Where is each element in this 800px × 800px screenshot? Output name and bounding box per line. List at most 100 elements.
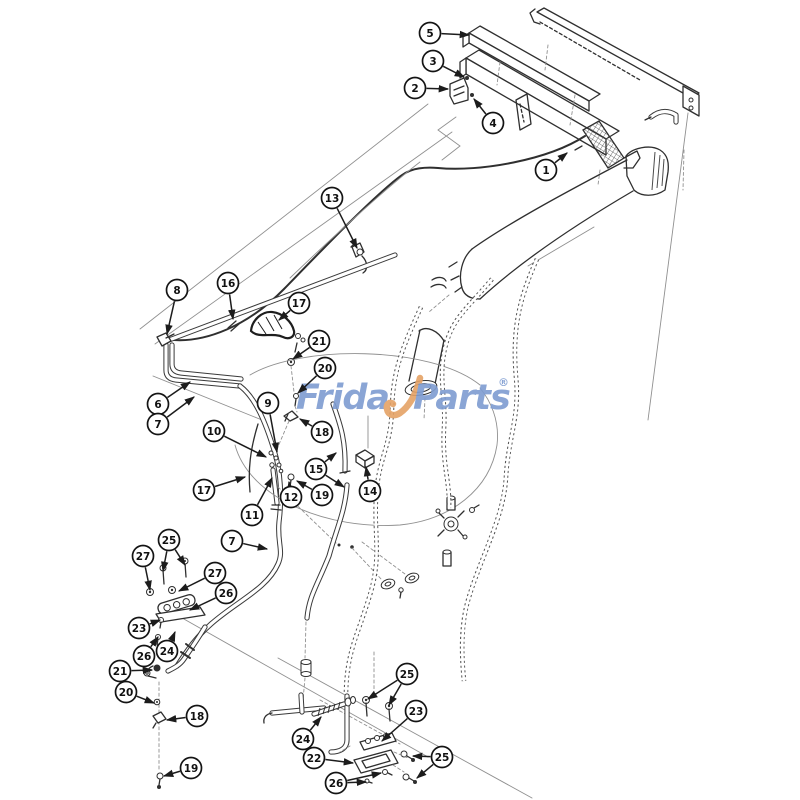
part-number-23: 23 [132,623,147,635]
balloon-arrow-26 [149,636,159,648]
part-number-9: 9 [264,398,271,410]
part-balloon-24-29 [155,639,179,663]
balloon-arrow-26 [188,597,216,611]
part-number-13: 13 [325,193,340,205]
heater-tubes [156,255,395,666]
part-number-5: 5 [426,28,433,40]
balloon-arrow-22 [325,758,355,766]
part-number-7: 7 [228,536,235,548]
part-number-17: 17 [292,298,307,310]
part-number-18: 18 [315,427,330,439]
part-balloon-21-30 [108,659,132,683]
balloon-arrow-11 [256,476,273,506]
part-balloon-7-12 [146,412,170,436]
part-balloon-4-3 [481,111,505,135]
part-balloon-13-5 [320,186,344,210]
balloon-arrow-26 [347,771,383,782]
watermark-text-frida: Frida [296,378,389,418]
part-balloon-9-13 [256,391,280,415]
part-balloon-25-34 [395,662,419,686]
balloon-arrow-1 [554,152,568,164]
part-number-27: 27 [136,551,151,563]
balloon-arrow-3 [442,65,466,78]
part-number-26: 26 [219,588,234,600]
balloon-arrow-25 [174,549,186,567]
part-number-1: 1 [542,165,549,177]
part-number-26: 26 [137,651,152,663]
part-balloon-16-7 [216,271,240,295]
part-balloon-25-23 [157,528,181,552]
panel-lines [139,103,689,799]
balloon-arrow-20 [136,695,156,704]
part-number-22: 22 [307,753,322,765]
part-balloon-2-2 [403,76,427,100]
balloon-arrow-6 [167,381,191,399]
part-number-3: 3 [429,56,436,68]
part-number-18: 18 [190,711,205,723]
watermark-swoosh [383,374,424,419]
part-balloon-18-32 [185,704,209,728]
watermark-text-parts: Parts [413,378,510,418]
balloon-arrow-4 [473,98,487,115]
part-number-11: 11 [245,510,260,522]
part-balloon-10-14 [202,419,226,443]
balloon-arrow-15 [324,452,337,463]
part-number-4: 4 [489,118,496,130]
balloon-arrow-25 [366,679,398,700]
balloon-arrow-27 [177,577,206,592]
part-balloon-25-38 [430,745,454,769]
part-number-21: 21 [113,666,128,678]
part-number-25: 25 [400,669,415,681]
balloon-arrow-9 [269,414,280,454]
part-number-19: 19 [184,763,199,775]
part-balloon-18-15 [310,420,334,444]
part-number-24: 24 [296,734,311,746]
part-balloon-27-25 [203,561,227,585]
balloon-arrow-25 [416,763,434,779]
balloon-arrow-14 [363,465,372,480]
part-balloon-14-20 [358,479,382,503]
balloon-arrow-7 [166,396,195,418]
balloon-arrow-24 [309,716,322,731]
balloon-arrow-20 [297,375,318,394]
part-number-19: 19 [315,490,330,502]
part-number-20: 20 [119,687,134,699]
bottom-left-manifold [143,557,205,789]
heater-frame-assembly [449,7,700,186]
balloon-arrow-17 [214,476,247,488]
part-number-10: 10 [207,426,222,438]
part-balloon-5-0 [418,21,442,45]
balloon-arrow-15 [325,474,346,488]
balloon-arrow-24 [167,630,176,643]
part-number-8: 8 [173,285,180,297]
balloon-arrow-19 [295,480,313,491]
balloon-arrow-2 [426,84,450,93]
part-balloon-26-28 [132,644,156,668]
balloon-arrow-16 [228,294,236,321]
balloon-arrow-19 [162,769,181,777]
part-number-20: 20 [318,363,333,375]
part-number-24: 24 [160,646,175,658]
balloon-arrow-18 [298,418,313,427]
part-balloon-20-10 [313,356,337,380]
part-number-23: 23 [409,706,424,718]
balloon-arrow-21 [131,666,154,675]
part-balloon-27-24 [131,544,155,568]
part-balloon-24-36 [291,727,315,751]
balloon-arrow-10 [223,435,268,458]
part-number-7: 7 [154,419,161,431]
part-balloon-22-37 [302,746,326,770]
part-number-27: 27 [208,568,223,580]
part-balloon-19-19 [310,483,334,507]
part-balloon-7-22 [220,529,244,553]
part-balloon-3-1 [421,49,445,73]
part-balloon-26-39 [324,771,348,795]
part-number-26: 26 [329,778,344,790]
watermark-reg-symbol: ® [498,376,508,389]
part-number-2: 2 [411,83,418,95]
part-balloon-15-17 [304,457,328,481]
part-number-25: 25 [162,535,177,547]
